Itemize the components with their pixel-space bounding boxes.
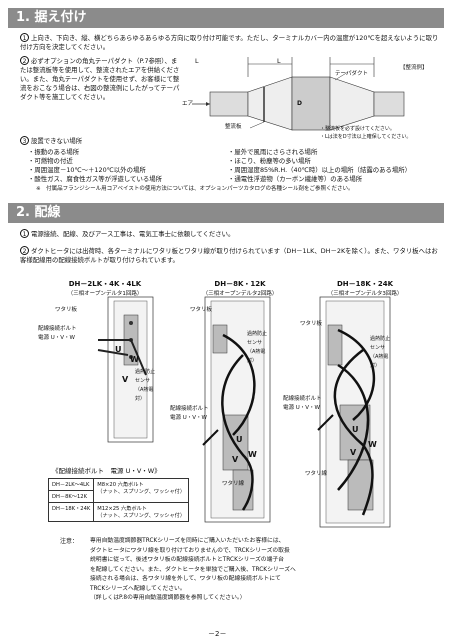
d1-label-bridge: ワタリ板	[55, 307, 78, 313]
footer-line: 専用自動温度調節器TRCKシリーズを同時にご購入いただいたお客様には、	[90, 538, 285, 544]
footer-line: （詳しくはP.8の専用自動温度調節器を参照してください。）	[90, 595, 246, 601]
d3-label-power: 電源 U・V・W	[283, 405, 320, 411]
d3-letter-w: W	[368, 440, 377, 449]
diagram3-title: DH－18K・24K	[337, 280, 393, 288]
wiring-diagram-3	[317, 296, 391, 528]
place-item: ・周囲温度－10℃～＋120℃以外の場所	[28, 166, 146, 174]
table-row: DH－18K・24K M12×25 六角ボルト （ナット、スプリング、ワッシャ付…	[47, 502, 190, 522]
item-number: 2	[20, 56, 29, 65]
bolt-accessories: （ナット、スプリング、ワッシャ付）	[97, 489, 186, 495]
diagram1-title: DH－2LK・4K・4LK	[68, 280, 142, 288]
d1-label-bolt: 配線接続ボルト	[38, 326, 77, 332]
places-left: ・振動のある場所 ・可燃物の付近 ・周囲温度－10℃～＋120℃以外の場所 ・酸…	[28, 148, 218, 184]
table-row: DH－2LK～4LK M8×20 六角ボルト （ナット、スプリング、ワッシャ付）	[47, 478, 190, 503]
footer-note-label: 注意：	[60, 538, 79, 545]
table-cell: M8×20 六角ボルト （ナット、スプリング、ワッシャ付）	[93, 478, 190, 503]
air-label: エア	[182, 101, 194, 107]
item2-text: 必ずオプションの角丸テーパダクト（P.7参照）、または整流板等を使用して、整流さ…	[20, 57, 180, 101]
page-number: －2－	[208, 630, 227, 638]
d3-label-bridge: ワタリ板	[300, 321, 323, 327]
footer-line: TRCKシリーズへ配線してください。	[90, 585, 186, 592]
d1-letter-v: V	[122, 375, 129, 384]
d3-label-bolt: 配線接続ボルト	[283, 396, 322, 402]
place-item: ・通電性浮遊物（カーボン繊維等）のある場所	[228, 175, 363, 183]
dim-label-left: L	[195, 57, 199, 65]
taper-label: テーパダクト	[335, 71, 368, 77]
diagram2-subtitle: （三相オープンデルタ2回路）	[202, 291, 278, 297]
plate-label: 整流板	[225, 124, 242, 130]
table-cell: DH－18K・24K	[47, 502, 95, 522]
footer-line: 説明書に従って、後述ワタリ板の配線接続ボルトとTRCKシリーズの端子台	[90, 557, 284, 563]
d2-label-power: 電源 U・V・W	[170, 415, 207, 421]
d1-label-sensor: 過熱防止センサ（A熱電対）	[135, 369, 156, 402]
place-item: ・酸性ガス、腐食性ガス等が浮遊している場所	[28, 175, 163, 183]
footer-line: 接続される場合は、各ワタリ線を外して、ワタリ板の配線接続ボルトにて	[90, 576, 281, 582]
item-number: 1	[20, 229, 29, 238]
d2-letter-v: V	[232, 455, 239, 464]
diagram-note1: ・整流板を必ず設けてください。	[320, 126, 395, 132]
d2-letter-w: W	[248, 450, 257, 459]
d2-label-wire: ワタリ線	[222, 481, 245, 487]
d3-label-sensor: 過熱防止センサ（A熱電対）	[370, 336, 391, 369]
item1-text: 電源接続、配線、及びアース工事は、電気工事士に依頼してください。	[31, 230, 235, 238]
table-cell: DH－2LK～4LK	[47, 478, 95, 491]
d2-label-bridge: ワタリ板	[190, 307, 213, 313]
dim-label-right: L	[277, 57, 281, 65]
place-item: ・屋外で風雨にさらされる場所	[228, 148, 318, 156]
diagram1-subtitle: （三相オープンデルタ1回路）	[67, 291, 143, 297]
example-label: 【整流例】	[400, 65, 428, 71]
d3-letter-u: U	[352, 425, 359, 434]
bolt-spec: M12×25 六角ボルト	[97, 506, 147, 512]
table-cell: DH－8K～12K	[47, 490, 95, 503]
section1-heading: 1. 据え付け	[8, 8, 444, 28]
d1-letter-w: W	[130, 355, 139, 364]
item-number: 1	[20, 33, 29, 42]
d2-letter-u: U	[236, 435, 243, 444]
bolt-spec: M8×20 六角ボルト	[97, 482, 144, 488]
d1-label-power: 電源 U・V・W	[38, 335, 75, 341]
item-number: 3	[20, 136, 29, 145]
item3-text: 設置できない場所	[31, 137, 83, 145]
d2-label-sensor: 過熱防止センサ（A熱電対）	[247, 331, 268, 364]
table-cell: M12×25 六角ボルト （ナット、スプリング、ワッシャ付）	[93, 502, 190, 522]
center-label: D	[297, 100, 302, 107]
item1-text: 上向き、下向き、縦、横どちらあらゆるあらゆる方向に取り付け可能です。ただし、ター…	[20, 34, 439, 51]
d2-label-bolt: 配線接続ボルト	[170, 406, 209, 412]
footer-line: を配線してください。また、ダクトヒータを単独でご購入後、TRCKシリーズへ	[90, 566, 296, 573]
bolt-table-title: 《配線接続ボルト 電源 U・V・W》	[52, 467, 161, 475]
item-number: 2	[20, 246, 29, 255]
wiring-diagram-2	[202, 296, 271, 523]
place-item: ・ほこり、粉塵等の多い場所	[228, 157, 311, 165]
bolt-accessories: （ナット、スプリング、ワッシャ付）	[97, 513, 186, 519]
d3-label-wire: ワタリ線	[305, 471, 328, 477]
places-right: ・屋外で風雨にさらされる場所 ・ほこり、粉塵等の多い場所 ・周囲湿度85%R.H…	[228, 148, 448, 184]
d3-letter-v: V	[350, 448, 357, 457]
place-item: ・周囲湿度85%R.H.（40℃時）以上の場所（結露のある場所）	[228, 166, 412, 174]
place-item: ・可燃物の付近	[28, 157, 73, 165]
rectifier-diagram	[192, 57, 405, 131]
diagram2-title: DH－8K・12K	[214, 280, 266, 288]
footer-note: 専用自動温度調節器TRCKシリーズを同時にご購入いただいたお客様には、 ダクトヒ…	[90, 537, 430, 604]
diagram3-subtitle: （三相オープンデルタ3回路）	[327, 291, 403, 297]
section2-heading: 2. 配線	[8, 203, 444, 223]
item2-text: ダクトヒータには出荷時、各ターミナルにワタリ板とワタリ線が取り付けられています（…	[20, 247, 438, 264]
wiring-diagram-1	[97, 296, 154, 443]
d1-letter-u: U	[115, 345, 122, 354]
place-item: ・振動のある場所	[28, 148, 80, 156]
footer-line: ダクトヒータにワタリ線を取り付けておりませんので、TRCKシリーズの取扱	[90, 547, 290, 554]
bolt-table: DH－2LK～4LK M8×20 六角ボルト （ナット、スプリング、ワッシャ付）…	[47, 478, 190, 522]
section1-note: ※ 付属品フランジシール用コアベイストの使用方法については、オプションパーツカタ…	[36, 186, 354, 192]
diagram-note2: ・Lは法をD寸法以上確保してください。	[320, 134, 412, 140]
